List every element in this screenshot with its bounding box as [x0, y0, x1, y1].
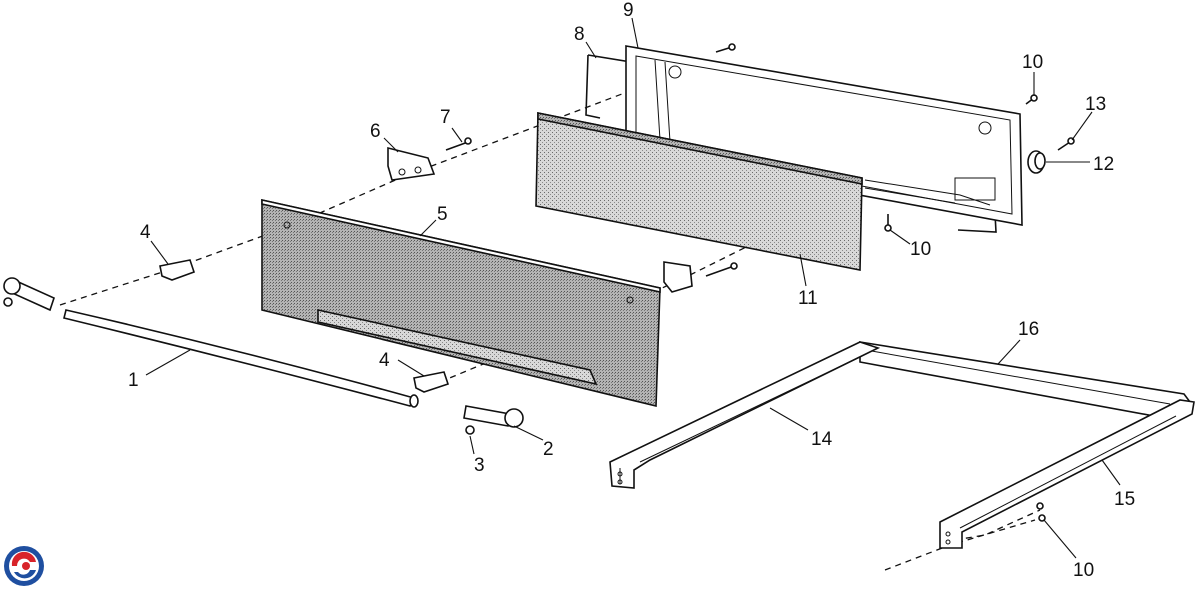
callout-11: 11 — [798, 288, 818, 309]
callouts: 1 2 3 4 4 5 6 7 8 9 10 10 10 11 12 13 14… — [128, 0, 1135, 581]
callout-14: 14 — [811, 429, 833, 450]
callout-4-lower: 4 — [379, 350, 390, 371]
callout-10-top: 10 — [1022, 52, 1043, 73]
callout-7: 7 — [440, 107, 451, 128]
callout-10-bottom: 10 — [1073, 560, 1094, 581]
runner-rail-right — [939, 399, 1195, 549]
callout-3: 3 — [474, 455, 485, 476]
callout-1: 1 — [128, 370, 139, 391]
nut — [465, 425, 475, 435]
handle-end-cap-left — [3, 277, 55, 312]
callout-15: 15 — [1114, 489, 1135, 510]
hinge-bracket — [387, 146, 436, 181]
screw-10-bottom — [884, 214, 892, 232]
inner-door-liner — [625, 45, 1023, 226]
screw-right-bracket — [705, 262, 738, 277]
screw-10-top — [1025, 94, 1038, 105]
roller-wheel — [1027, 150, 1046, 174]
outer-door-panel — [261, 199, 661, 408]
callout-4-upper: 4 — [140, 222, 151, 243]
insulation-pad — [535, 112, 863, 271]
callout-9: 9 — [623, 0, 634, 21]
rear-cross-bar — [859, 341, 1192, 417]
hinge-bracket-right — [663, 261, 693, 293]
callout-6: 6 — [370, 121, 381, 142]
callout-10-middle: 10 — [910, 239, 931, 260]
callout-2: 2 — [543, 439, 554, 460]
handle-bracket-upper — [159, 259, 196, 281]
callout-5: 5 — [437, 204, 448, 225]
callout-8: 8 — [574, 24, 585, 45]
screw-10-top-left — [715, 43, 736, 53]
screw-13 — [1057, 137, 1075, 151]
callout-12: 12 — [1093, 154, 1114, 175]
handle-end-cap-right — [463, 405, 524, 428]
handle-rod — [63, 309, 419, 408]
runner-rail-left — [609, 341, 881, 489]
callout-16: 16 — [1018, 319, 1039, 340]
screw-7 — [445, 137, 472, 151]
leader-lines — [145, 17, 1121, 559]
screws-10-rail — [1036, 502, 1046, 522]
brand-logo-icon — [4, 546, 44, 586]
handle-bracket-lower — [413, 371, 450, 393]
callout-13: 13 — [1085, 94, 1106, 115]
